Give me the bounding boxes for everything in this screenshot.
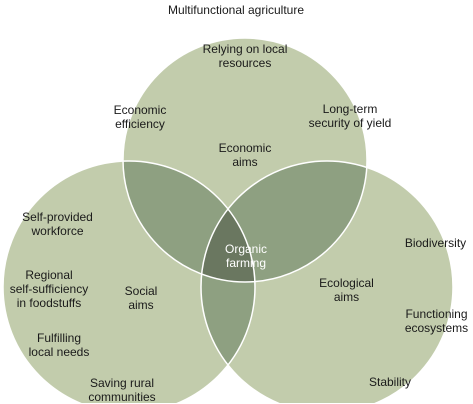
social-item-workforce: Self-provided workforce	[22, 210, 93, 238]
economic-item-efficiency: Economic efficiency	[113, 103, 167, 131]
social-circle-outline	[2, 160, 256, 403]
ecological-aims-label: Ecological aims	[319, 276, 374, 304]
economic-circle-outline	[122, 37, 368, 283]
organic-farming-label: Organic farming	[224, 242, 268, 270]
ecological-item-stability: Stability	[368, 375, 412, 389]
economic-ecological-overlap	[201, 161, 367, 282]
diagram-title: Multifunctional agriculture	[167, 3, 305, 17]
ecological-item-ecosystems: Functioning ecosystems	[404, 307, 469, 335]
ecological-item-biodiversity: Biodiversity	[404, 236, 467, 250]
social-aims-label: Social aims	[124, 284, 158, 312]
economic-item-local-resources: Relying on local resources	[202, 42, 288, 70]
social-item-local-needs: Fulfilling local needs	[28, 331, 90, 359]
economic-social-overlap	[123, 161, 255, 282]
social-item-self-sufficiency: Regional self-sufficiency in foodstuffs	[9, 268, 89, 310]
social-item-rural-communities: Saving rural communities	[88, 376, 156, 404]
ecological-circle-outline	[200, 160, 454, 403]
economic-aims-label: Economic aims	[218, 141, 272, 169]
economic-item-security-of-yield: Long-term security of yield	[308, 102, 392, 130]
